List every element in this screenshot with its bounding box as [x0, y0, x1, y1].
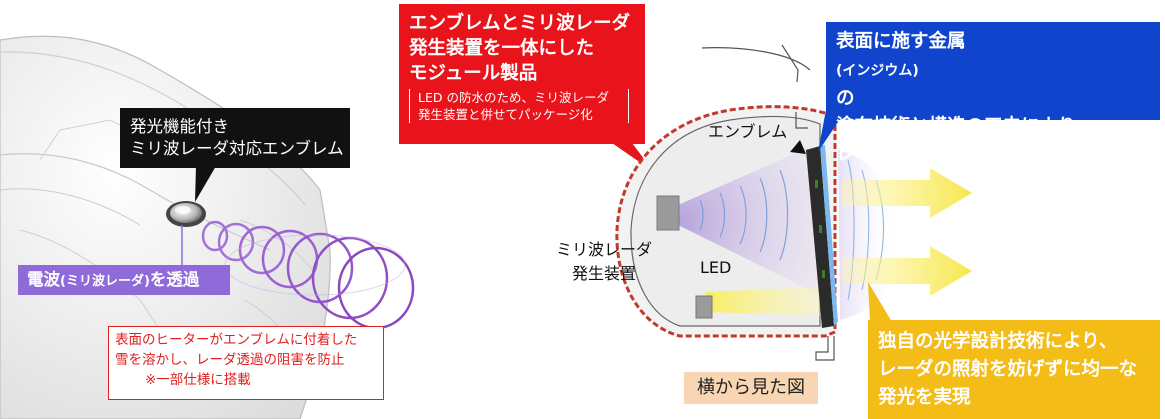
- radio-label-prefix: 電波: [27, 270, 60, 289]
- module-callout-title-3: モジュール製品: [409, 63, 538, 84]
- radar-device-label: ミリ波レーダ 発生装置: [548, 238, 660, 286]
- roof-edge: [781, 44, 799, 83]
- housing-top-hook: [795, 112, 808, 129]
- radar-label-line2: 発生装置: [571, 264, 636, 283]
- radar-beam-waves: [699, 169, 789, 261]
- light-arrow-upper: [842, 168, 972, 218]
- led-label: LED: [700, 258, 732, 277]
- module-callout-sub-2: 発生装置と併せてパッケージ化: [418, 107, 593, 122]
- emblem-plate: [806, 146, 834, 328]
- optics-callout-line1: 独自の光学設計技術により、: [878, 331, 1118, 352]
- heater-note-line1: 表面のヒーターがエンブレムに付着した: [115, 332, 358, 348]
- led-beam: [706, 287, 822, 316]
- roof-line: [701, 47, 811, 71]
- radar-device: [656, 195, 680, 231]
- radio-transmission-label: 電波(ミリ波レーダ)を透過: [18, 265, 230, 295]
- module-callout-title-1: エンブレムとミリ波レーダ: [409, 13, 631, 34]
- emblem-inner-marks: [815, 180, 825, 278]
- metal-callout-line1-a: 表面に施す金属: [836, 31, 966, 52]
- emblem-pointer: [790, 140, 806, 154]
- emblem-label: エンブレム: [708, 122, 788, 141]
- metal-callout-line1-b: の: [836, 88, 855, 109]
- module-callout-sub-1: LED の防水のため、ミリ波レーダ: [418, 90, 609, 105]
- radar-label-line1: ミリ波レーダ: [555, 240, 652, 259]
- housing-bottom-hook: [815, 336, 835, 361]
- metal-callout-line1: 表面に施す金属 (インジウム) の: [836, 28, 1150, 113]
- emblem-callout: 発光機能付き ミリ波レーダ対応エンブレム: [120, 108, 350, 168]
- radio-wave-rings: [201, 220, 415, 330]
- car-emblem: [166, 201, 206, 227]
- metal-coating-callout: 表面に施す金属 (インジウム) の 塗布技術と構造の工夫により、 レーダと光を透過: [826, 22, 1160, 165]
- optics-callout: 独自の光学設計技術により、 レーダの照射を妨げずに均一な 発光を実現: [868, 320, 1160, 419]
- metal-callout-line1-small: (インジウム): [836, 63, 919, 79]
- radio-label-inner: (ミリ波レーダ): [60, 274, 150, 289]
- blue-callout-pointer: [818, 110, 846, 152]
- radar-beam-cone: [678, 146, 830, 300]
- emblem-metal-coating: [820, 145, 838, 326]
- optics-callout-line2: レーダの照射を妨げずに均一な: [878, 359, 1138, 380]
- module-callout: エンブレムとミリ波レーダ 発生装置を一体にした モジュール製品 LED の防水の…: [399, 4, 645, 144]
- module-callout-subnote: LED の防水のため、ミリ波レーダ 発生装置と併せてパッケージ化: [409, 89, 629, 123]
- metal-callout-line3: レーダと光を透過: [836, 144, 985, 165]
- emblem-callout-line2: ミリ波レーダ対応エンブレム: [130, 139, 344, 158]
- metal-callout-line2: 塗布技術と構造の工夫により、: [836, 116, 1094, 137]
- led-device: [695, 295, 713, 319]
- optics-callout-line3: 発光を実現: [878, 387, 971, 408]
- module-callout-title-2: 発生装置を一体にした: [409, 38, 595, 59]
- radio-label-suffix: を透過: [149, 270, 200, 289]
- heater-note: 表面のヒーターがエンブレムに付着した 雪を溶かし、レーダ透過の阻害を防止 ※一部…: [108, 326, 384, 400]
- side-view-label: 横から見た図: [684, 372, 818, 404]
- heater-note-line2: 雪を溶かし、レーダ透過の阻害を防止: [115, 352, 345, 368]
- light-arrow-lower: [842, 246, 972, 296]
- emblem-callout-line1: 発光機能付き: [130, 117, 229, 136]
- black-callout-pointer: [195, 166, 216, 202]
- heater-note-line3: ※一部仕様に搭載: [145, 372, 251, 388]
- yellow-callout-pointer: [868, 282, 892, 322]
